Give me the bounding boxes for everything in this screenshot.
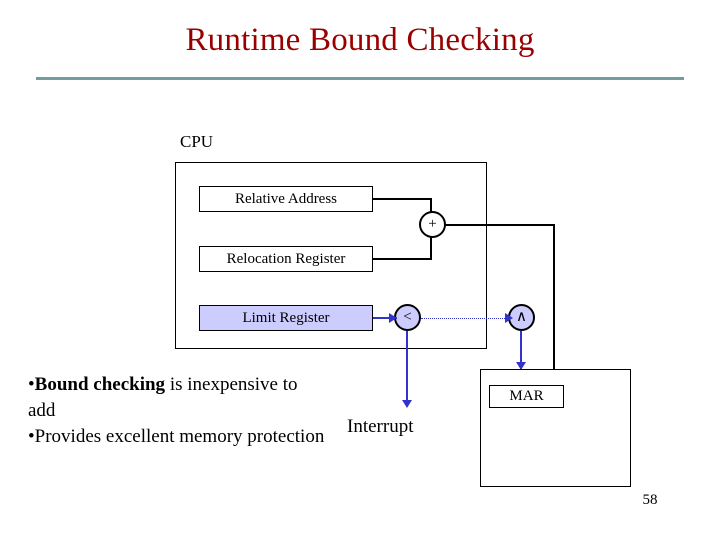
wire-adder-out-right <box>444 224 555 226</box>
page-title: Runtime Bound Checking <box>185 22 535 58</box>
mar-box <box>480 369 631 487</box>
limit-register-box: Limit Register <box>199 305 373 331</box>
bullet-2-text: Provides excellent memory protection <box>34 426 325 447</box>
title-divider <box>36 77 684 80</box>
arrowhead-interrupt <box>402 400 412 408</box>
bullet-marker-2: • <box>28 426 35 447</box>
relative-address-box: Relative Address <box>199 186 373 212</box>
mar-label: MAR <box>489 385 564 408</box>
cpu-label: CPU <box>180 132 214 151</box>
arrowhead-limit-to-compare <box>389 313 397 323</box>
page-number: 58 <box>642 492 658 508</box>
wire-adder-out-down <box>553 224 555 369</box>
bullet-item-1: •Bound checking is inexpensive to add <box>28 372 328 424</box>
wire-relative-address-down <box>430 198 432 213</box>
cpu-box <box>175 162 487 349</box>
wire-compare-to-and <box>421 318 511 319</box>
bullet-1-rest: is inexpensive to add <box>28 374 298 421</box>
wire-compare-down <box>406 331 408 403</box>
adder-circle: + <box>419 211 446 238</box>
bullet-marker-1: • <box>28 374 35 395</box>
wire-relative-address-right <box>373 198 432 200</box>
wire-limit-to-compare <box>373 317 397 319</box>
wire-and-down <box>520 331 522 369</box>
bullet-1-bold: Bound checking <box>34 374 166 395</box>
compare-circle: < <box>394 304 421 331</box>
wire-relocation-right <box>373 258 432 260</box>
bullet-item-2: •Provides excellent memory protection <box>28 424 328 450</box>
interrupt-label: Interrupt <box>347 416 414 437</box>
arrowhead-compare-to-and <box>505 313 513 323</box>
relocation-register-box: Relocation Register <box>199 246 373 272</box>
bullet-list: •Bound checking is inexpensive to add •P… <box>28 372 328 450</box>
wire-relocation-up <box>430 236 432 260</box>
arrowhead-and-to-mar <box>516 362 526 370</box>
